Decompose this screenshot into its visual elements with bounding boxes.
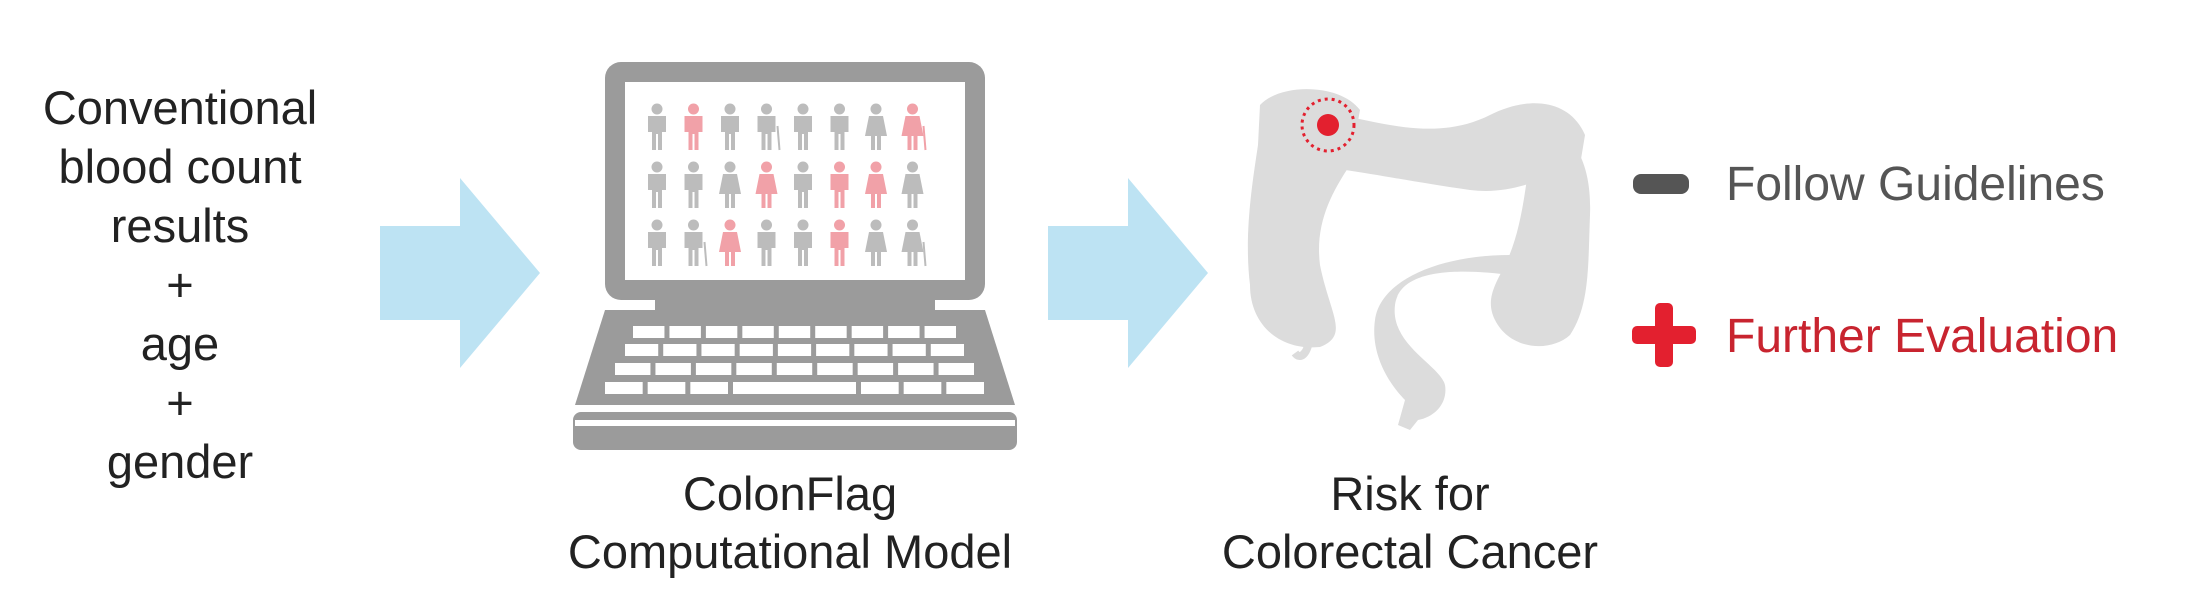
male-person-icon xyxy=(794,219,812,266)
keyboard-key xyxy=(851,326,884,338)
keyboard-key xyxy=(892,344,926,356)
input-line: blood count xyxy=(58,140,302,193)
female-person-icon xyxy=(901,219,927,267)
male-person-icon xyxy=(684,219,708,267)
model-subtitle: Computational Model xyxy=(567,525,1013,578)
keyboard-key xyxy=(701,344,735,356)
male-person-icon xyxy=(830,161,849,208)
keyboard-key xyxy=(938,363,974,375)
keyboard-key xyxy=(888,326,920,338)
keyboard xyxy=(605,326,984,394)
minus-icon xyxy=(1633,174,1689,194)
keyboard-key xyxy=(655,363,691,375)
keyboard-key xyxy=(690,382,728,394)
keyboard-key xyxy=(898,363,934,375)
model-name: ColonFlag xyxy=(682,467,898,520)
male-person-icon xyxy=(684,161,703,208)
keyboard-key xyxy=(705,326,738,338)
input-line: Conventional xyxy=(42,81,318,134)
model-caption: ColonFlag Computational Model xyxy=(540,465,1040,581)
risk-title: Colorectal Cancer xyxy=(1221,525,1599,578)
keyboard-key xyxy=(778,326,811,338)
male-person-icon xyxy=(757,103,781,151)
keyboard-key xyxy=(857,363,894,375)
input-description: Conventional blood count results + age +… xyxy=(20,78,340,491)
male-person-icon xyxy=(648,103,666,150)
keyboard-key xyxy=(924,326,956,338)
keyboard-key xyxy=(930,344,964,356)
keyboard-key xyxy=(647,382,686,394)
further-evaluation-label: Further Evaluation xyxy=(1726,310,2119,363)
right-arrow-icon xyxy=(1048,178,1208,368)
colon-icon xyxy=(1247,89,1591,430)
keyboard-key xyxy=(817,363,853,375)
input-line: results xyxy=(110,199,250,252)
input-line-plus: + xyxy=(166,258,194,311)
keyboard-key xyxy=(615,363,651,375)
keyboard-key xyxy=(776,363,813,375)
keyboard-key xyxy=(946,382,984,394)
female-person-icon xyxy=(719,219,741,266)
female-person-icon xyxy=(719,161,741,208)
plus-icon xyxy=(1632,303,1696,367)
female-person-icon xyxy=(901,161,924,208)
risk-caption: Risk for Colorectal Cancer xyxy=(1180,465,1640,581)
right-arrow-icon xyxy=(380,178,540,368)
male-person-icon xyxy=(794,161,812,208)
keyboard-key xyxy=(736,363,772,375)
input-line: age xyxy=(140,317,220,370)
keyboard-key xyxy=(739,344,773,356)
male-person-icon xyxy=(684,103,703,150)
keyboard-key xyxy=(663,344,697,356)
male-person-icon xyxy=(648,219,666,266)
input-line-plus: + xyxy=(166,376,194,429)
keyboard-key xyxy=(777,344,812,356)
keyboard-key xyxy=(695,363,732,375)
keyboard-key xyxy=(861,382,899,394)
people-grid xyxy=(648,103,927,267)
keyboard-key xyxy=(854,344,888,356)
keyboard-key xyxy=(605,382,643,394)
male-person-icon xyxy=(830,103,849,150)
female-person-icon xyxy=(865,161,887,208)
female-person-icon xyxy=(755,161,778,208)
female-person-icon xyxy=(901,103,927,151)
female-person-icon xyxy=(865,103,887,150)
keyboard-key xyxy=(625,344,659,356)
follow-guidelines-label: Follow Guidelines xyxy=(1726,158,2105,211)
laptop-icon xyxy=(573,62,1017,450)
male-person-icon xyxy=(648,161,666,208)
keyboard-key xyxy=(903,382,942,394)
male-person-icon xyxy=(721,103,739,150)
spacebar-key xyxy=(733,382,856,394)
male-person-icon xyxy=(757,219,776,266)
female-person-icon xyxy=(865,219,887,266)
tumor-dot xyxy=(1317,114,1339,136)
input-line: gender xyxy=(106,435,254,488)
risk-line: Risk for xyxy=(1330,467,1490,520)
male-person-icon xyxy=(794,103,812,150)
keyboard-key xyxy=(669,326,701,338)
tumor-ring xyxy=(1300,97,1356,153)
male-person-icon xyxy=(830,219,849,266)
keyboard-key xyxy=(633,326,665,338)
keyboard-key xyxy=(815,326,847,338)
keyboard-key xyxy=(742,326,774,338)
keyboard-key xyxy=(816,344,850,356)
